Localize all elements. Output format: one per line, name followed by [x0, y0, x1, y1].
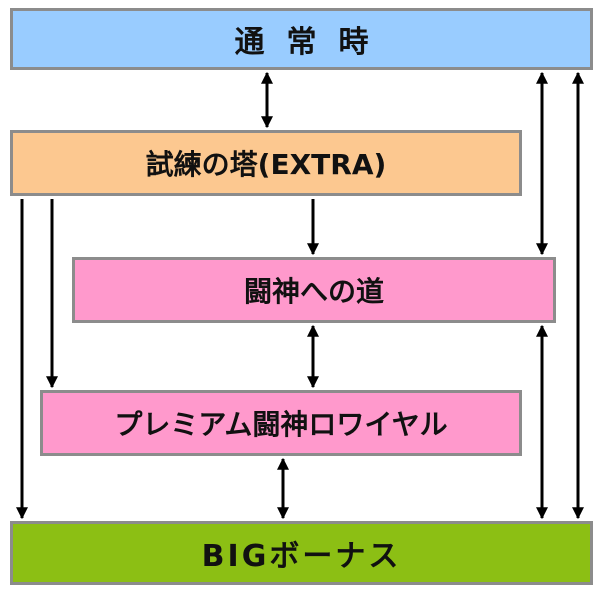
box-premium-toushin-royale: プレミアム闘神ロワイヤル	[40, 390, 522, 456]
box-normal-state: 通常時	[10, 8, 593, 70]
box-road-to-toushin: 闘神への道	[72, 257, 556, 323]
box-big-bonus: BIGボーナス	[10, 521, 593, 585]
box-trial-tower-extra: 試練の塔(EXTRA)	[10, 130, 522, 196]
